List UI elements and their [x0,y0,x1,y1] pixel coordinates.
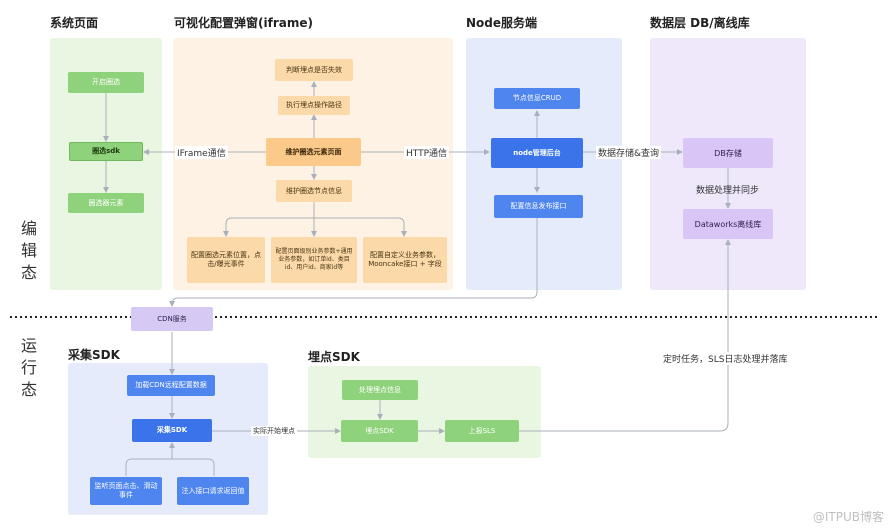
listen-events-node[interactable]: 监听页面点击、滑动事件 [90,477,162,505]
config-business-node[interactable]: 配置页面级别业务参数+通用业务参数，如订单id、类目id、用户id、商家id等 [271,237,357,283]
config-position-node[interactable]: 配置圈选元素位置，点击/曝光事件 [187,237,265,283]
inject-response-node[interactable]: 注入接口请求返回值 [177,477,249,505]
node-admin-node[interactable]: node管理后台 [491,138,583,168]
exec-path-node[interactable]: 执行埋点操作路径 [278,96,350,115]
open-select-node[interactable]: 开启圈选 [68,72,144,93]
maintain-page-node[interactable]: 维护圈选元素页面 [266,138,361,166]
http-comm-label: HTTP通信 [404,146,450,159]
dataworks-node[interactable]: Dataworks离线库 [683,209,773,239]
db-store-node[interactable]: DB存储 [683,138,773,168]
report-sls-node[interactable]: 上报SLS [445,420,519,442]
collect-sdk-title: 采集SDK [68,348,120,362]
watermark: @ITPUB博客 [812,510,884,524]
store-query-label: 数据存储&查询 [596,146,662,159]
collect-sdk-node[interactable]: 采集SDK [132,419,212,442]
start-track-label: 实际开始埋点 [251,426,297,436]
maintain-node-node[interactable]: 维护圈选节点信息 [276,180,352,202]
select-elem-node[interactable]: 圈选器元素 [68,193,144,213]
process-sync-label: 数据处理并同步 [696,186,760,196]
node-server-title: Node服务端 [466,16,538,30]
db-title: 数据层 DB/离线库 [650,16,750,30]
node-crud-node[interactable]: 节点信息CRUD [494,88,580,109]
cdn-service-node[interactable]: CDN服务 [131,307,213,331]
config-publish-node[interactable]: 配置信息发布接口 [494,195,583,218]
system-page-title: 系统页面 [50,16,99,30]
track-sdk-title: 埋点SDK [308,350,360,364]
config-custom-node[interactable]: 配置自定义业务参数，Mooncake接口 + 字段 [363,237,447,283]
edit-state-label: 编 辑 态 [20,219,37,282]
run-state-label: 运 行 态 [20,336,37,399]
select-sdk-node[interactable]: 圈选sdk [69,142,143,161]
judge-fail-node[interactable]: 判断埋点是否失效 [275,59,353,81]
process-info-node[interactable]: 处理埋点信息 [342,380,418,400]
iframe-comm-label: IFrame通信 [175,146,228,159]
iframe-title: 可视化配置弹窗(iframe) [174,16,313,30]
load-cdn-node[interactable]: 加载CDN远程配置数据 [127,375,215,396]
timed-task-label: 定时任务，SLS日志处理并落库 [661,352,790,365]
track-sdk-node[interactable]: 埋点SDK [341,420,418,442]
